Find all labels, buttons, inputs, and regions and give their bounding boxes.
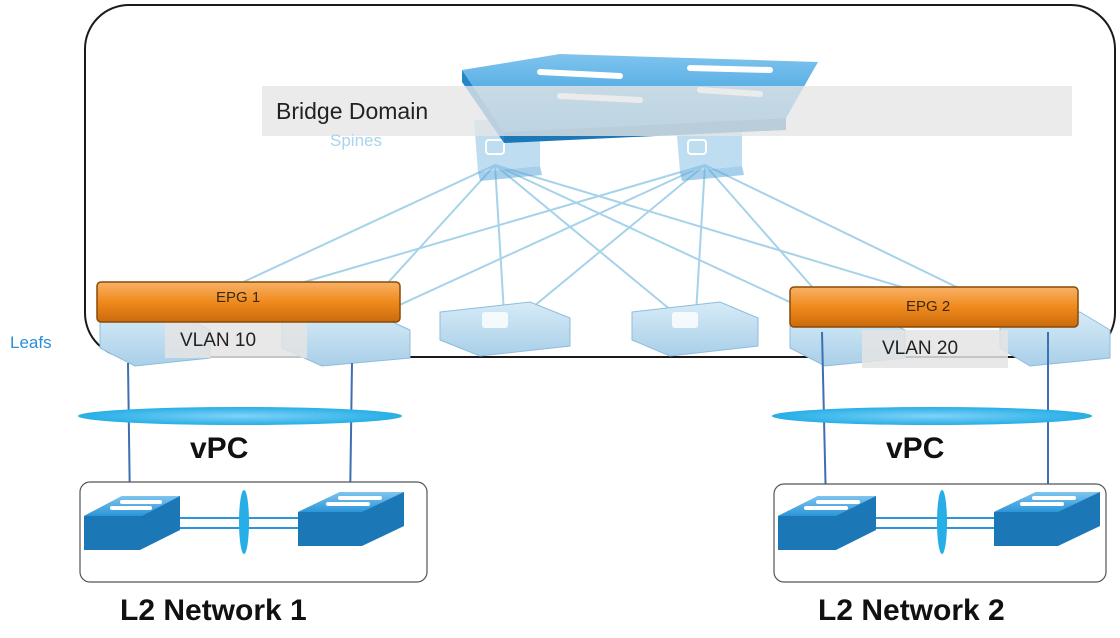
vpc-bundle-icon (78, 407, 402, 425)
leaf-switch-icon (631, 301, 759, 357)
l2-switch-icon (876, 490, 1000, 554)
epg-2-label: EPG 2 (906, 298, 951, 315)
l2-switch-icon (994, 492, 1100, 546)
vpc-1-label: vPC (190, 432, 249, 465)
l2-switch-icon (298, 492, 404, 546)
leaf-switch-icon (439, 301, 571, 357)
l2-switch-icon (180, 490, 300, 554)
vlan-band (862, 330, 1008, 368)
l2-network-1-label: L2 Network 1 (120, 594, 307, 627)
vlan-band (165, 320, 307, 358)
vpc-2-label: vPC (886, 432, 945, 465)
epg-1-label: EPG 1 (216, 289, 261, 306)
vlan-20-label: VLAN 20 (882, 338, 959, 359)
l2-switch-icon (778, 496, 876, 550)
leafs-label: Leafs (10, 333, 52, 352)
vlan-10-label: VLAN 10 (180, 330, 257, 351)
vpc-bundle-icon (772, 407, 1092, 425)
bridge-domain-label: Bridge Domain (276, 98, 429, 124)
bridge-domain-band (262, 86, 1072, 136)
spines-label: Spines (330, 131, 382, 150)
epg-1-bar (96, 281, 401, 323)
l2-network-2-label: L2 Network 2 (818, 594, 1005, 627)
epg-2-bar (789, 286, 1079, 328)
l2-switch-icon (84, 496, 180, 550)
